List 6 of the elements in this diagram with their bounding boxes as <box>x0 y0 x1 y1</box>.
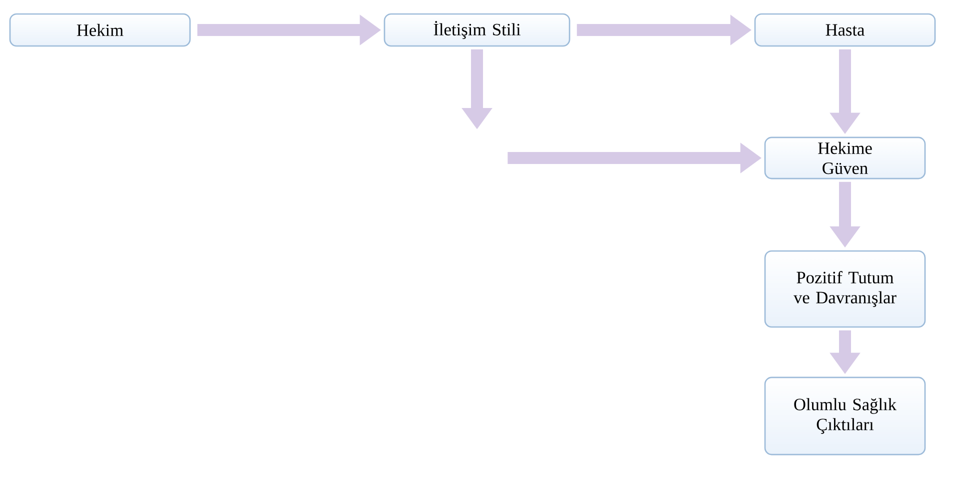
process-box: Hekime Güven <box>764 136 926 180</box>
process-box: İletişim Stili <box>384 13 570 47</box>
process-box: Hasta <box>754 13 936 47</box>
process-box: Hekim <box>9 13 191 47</box>
process-box: Olumlu Sağlık Çıktıları <box>764 376 926 456</box>
process-box: Pozitif Tutum ve Davranışlar <box>764 250 926 328</box>
